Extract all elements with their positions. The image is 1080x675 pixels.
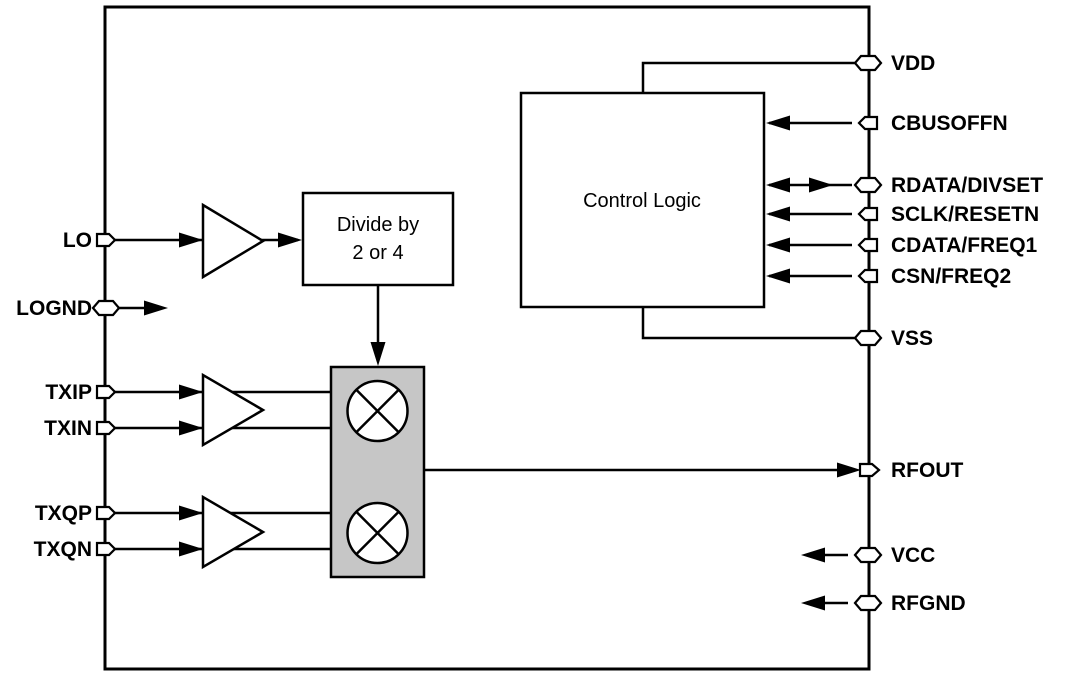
txin-arrowhead-icon xyxy=(179,420,203,436)
pin-txip-label: TXIP xyxy=(45,381,92,404)
mixer-top-icon xyxy=(346,379,409,443)
pin-rfgnd-icon xyxy=(853,594,883,612)
divider-label-line2: 2 or 4 xyxy=(352,242,403,264)
pin-rfout-icon xyxy=(858,462,881,478)
lo-divider-arrowhead-icon xyxy=(278,232,302,248)
pin-txip-icon xyxy=(95,384,117,400)
txip-arrowhead-icon xyxy=(179,384,203,400)
control-logic-block xyxy=(519,91,766,309)
pin-txin-icon xyxy=(95,420,117,436)
q-amplifier-icon xyxy=(201,494,266,570)
pin-sclk-icon xyxy=(857,206,879,222)
pin-vcc-icon xyxy=(853,546,883,564)
vdd-wire xyxy=(641,61,857,93)
lognd-arrowhead-icon xyxy=(144,300,168,316)
pin-cdata-icon xyxy=(857,237,879,253)
rdata-out-arrowhead-icon xyxy=(809,177,833,193)
cdata-arrowhead-icon xyxy=(766,237,790,253)
pin-lo-label: LO xyxy=(63,229,92,252)
pin-cbusoffn-label: CBUSOFFN xyxy=(891,112,1008,135)
pin-vdd-label: VDD xyxy=(891,52,935,75)
lo-amplifier-icon xyxy=(201,202,266,280)
pin-txqn-icon xyxy=(95,541,117,557)
pin-lognd-label: LOGND xyxy=(16,297,92,320)
pin-txin-label: TXIN xyxy=(44,417,92,440)
pin-txqp-icon xyxy=(95,505,117,521)
lo-arrowhead-icon xyxy=(179,232,203,248)
pin-csn-icon xyxy=(857,268,879,284)
pin-cbusoffn-icon xyxy=(857,115,879,131)
vss-wire xyxy=(641,307,857,340)
i-amplifier-icon xyxy=(201,372,266,448)
divider-label-line1: Divide by xyxy=(337,214,419,236)
sclk-arrowhead-icon xyxy=(766,206,790,222)
pin-txqn-label: TXQN xyxy=(34,538,92,561)
pin-lognd-icon xyxy=(91,299,121,317)
pin-lo-icon xyxy=(95,232,117,248)
pin-rdata-label: RDATA/DIVSET xyxy=(891,174,1043,197)
pin-cdata-label: CDATA/FREQ1 xyxy=(891,234,1038,257)
control-logic-label: Control Logic xyxy=(583,190,701,212)
pin-rfout-label: RFOUT xyxy=(891,459,963,482)
pin-vdd-icon xyxy=(853,54,883,72)
pin-vss-label: VSS xyxy=(891,327,933,350)
vcc-arrowhead-icon xyxy=(801,547,825,563)
txqp-arrowhead-icon xyxy=(179,505,203,521)
pin-csn-label: CSN/FREQ2 xyxy=(891,265,1011,288)
pin-vss-icon xyxy=(853,329,883,347)
pin-rfgnd-label: RFGND xyxy=(891,592,966,615)
mixer-bottom-icon xyxy=(346,501,409,565)
rdata-in-arrowhead-icon xyxy=(766,177,790,193)
divider-block xyxy=(301,191,455,287)
pin-vcc-label: VCC xyxy=(891,544,935,567)
pin-sclk-label: SCLK/RESETN xyxy=(891,203,1039,226)
cbusoffn-arrowhead-icon xyxy=(766,115,790,131)
divider-mixer-arrowhead-icon xyxy=(370,342,386,366)
txqn-arrowhead-icon xyxy=(179,541,203,557)
rfout-arrowhead-icon xyxy=(837,462,861,478)
pin-rdata-icon xyxy=(853,176,883,194)
pin-txqp-label: TXQP xyxy=(35,502,92,525)
rfgnd-arrowhead-icon xyxy=(801,595,825,611)
csn-arrowhead-icon xyxy=(766,268,790,284)
